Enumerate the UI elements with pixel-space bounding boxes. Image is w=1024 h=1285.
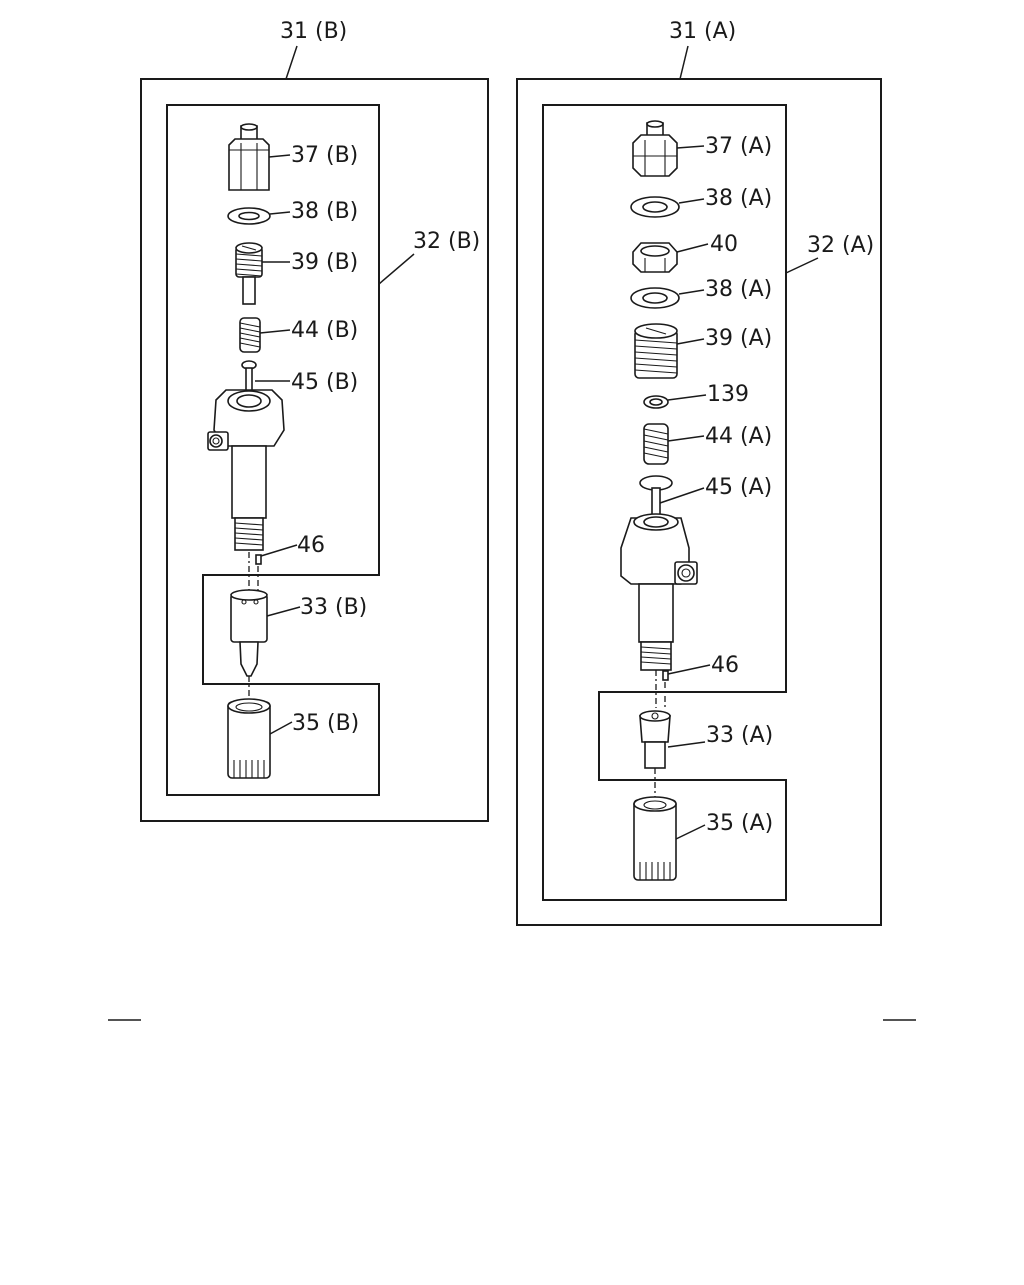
- assembly-a-inner-frame: [542, 104, 787, 901]
- fitting-nut-icon: [632, 120, 678, 177]
- part-label-38a-top: 38 (A): [705, 186, 772, 211]
- pin-icon: [255, 554, 262, 565]
- part-label-38b: 38 (B): [291, 199, 358, 224]
- part-label-44b: 44 (B): [291, 318, 358, 343]
- washer-icon: [630, 196, 680, 218]
- washer-icon: [227, 207, 271, 225]
- nozzle-icon: [230, 589, 268, 677]
- assembly-a: 31 (A) 32 (A) 37 (A) 38 (A): [516, 19, 882, 926]
- assembly-b: 31 (B) 32 (B) 37 (B) 38 (B): [140, 19, 489, 822]
- part-label-44a: 44 (A): [705, 424, 772, 449]
- assembly-b-inner-frame: [166, 104, 380, 796]
- part-label-33a: 33 (A): [706, 723, 773, 748]
- assembly-b-outer-label: 31 (B): [280, 19, 347, 44]
- part-label-33b: 33 (B): [300, 595, 367, 620]
- part-label-37b: 37 (B): [291, 143, 358, 168]
- fitting-nut-icon: [228, 123, 270, 191]
- assembly-b-inner-label: 32 (B): [413, 229, 480, 254]
- retaining-nut-icon: [227, 698, 271, 779]
- retaining-nut-icon: [633, 796, 677, 881]
- spring-icon: [643, 423, 669, 465]
- part-label-37a: 37 (A): [705, 134, 772, 159]
- spring-icon: [239, 317, 261, 353]
- part-label-46a: 46: [711, 653, 739, 678]
- part-label-46b: 46: [297, 533, 325, 558]
- injector-body-a: [620, 513, 698, 671]
- part-label-35a: 35 (A): [706, 811, 773, 836]
- assembly-b-outer-frame: [140, 78, 489, 822]
- washer-icon: [630, 287, 680, 309]
- part-label-39b: 39 (B): [291, 250, 358, 275]
- lock-nut-icon: [632, 242, 678, 273]
- assembly-a-inner-label: 32 (A): [807, 233, 874, 258]
- part-label-139: 139: [707, 382, 749, 407]
- push-rod-icon: [241, 360, 257, 397]
- pin-icon: [662, 670, 669, 681]
- assembly-a-outer-frame: [516, 78, 882, 926]
- part-label-40: 40: [710, 232, 738, 257]
- part-label-35b: 35 (B): [292, 711, 359, 736]
- injector-body-b: [207, 389, 285, 551]
- part-label-45a: 45 (A): [705, 475, 772, 500]
- part-label-45b: 45 (B): [291, 370, 358, 395]
- adjusting-screw-icon: [235, 242, 263, 305]
- nozzle-icon: [639, 710, 671, 769]
- adjusting-screw-icon: [634, 323, 678, 379]
- part-label-38a-bottom: 38 (A): [705, 277, 772, 302]
- part-label-39a: 39 (A): [705, 326, 772, 351]
- small-washer-icon: [643, 395, 669, 409]
- assembly-a-outer-label: 31 (A): [669, 19, 736, 44]
